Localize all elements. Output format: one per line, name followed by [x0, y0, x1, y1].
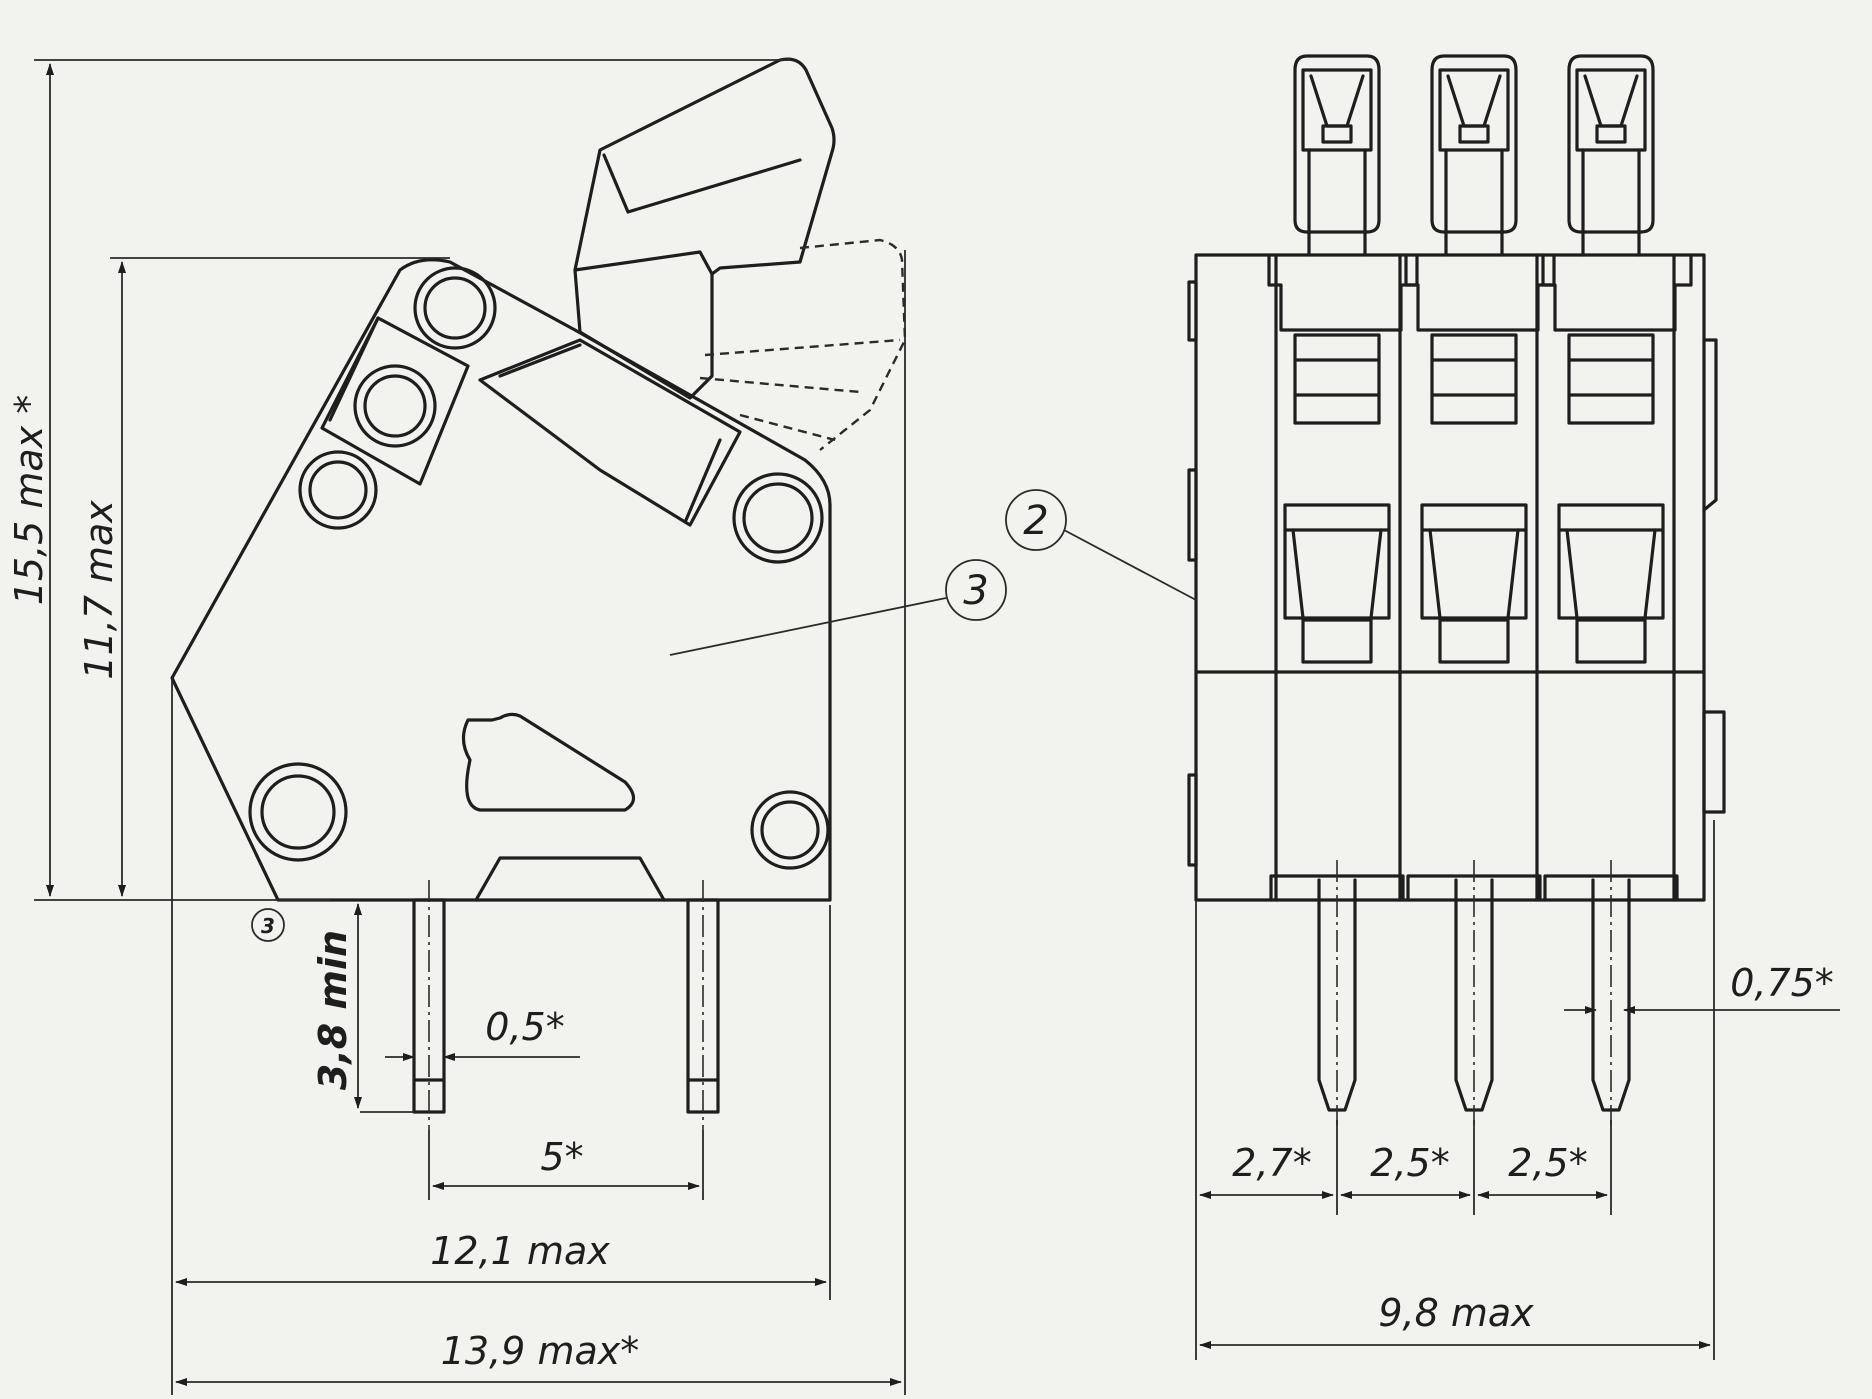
side-holes [248, 266, 830, 870]
pole-modules [1267, 54, 1693, 1125]
dim-pin-width-front: 0,75* [1730, 961, 1834, 1005]
wire-entry [1283, 503, 1391, 620]
lever-step [573, 250, 714, 276]
side-view: 3 3 [170, 57, 1007, 1130]
clamp-window [1293, 333, 1381, 425]
callout-housing-label: 3 [963, 568, 988, 614]
wire-entry [1420, 503, 1528, 620]
dim-pin-width-side: 0,5* [485, 1005, 564, 1049]
leader-front [1063, 529, 1197, 601]
push-button-cap [1293, 54, 1381, 234]
right-latch [1702, 710, 1726, 814]
dim-pitch-third: 2,5* [1508, 1141, 1587, 1185]
chamfer-edge [328, 316, 380, 422]
note-mark-circle [251, 908, 285, 942]
side-dimensions: 15,5 max * 11,7 max 3,8 min 0,5* 5* 12,1… [7, 59, 906, 1395]
side-chamfer-strip [320, 316, 470, 486]
bottom-bump [474, 856, 666, 902]
dim-pin-length: 3,8 min [311, 930, 355, 1090]
slot-edge [498, 343, 582, 378]
dim-body-width: 12,1 max [430, 1229, 610, 1273]
push-button-cap [1430, 54, 1518, 234]
wire-entry [1557, 503, 1665, 620]
side-pins [412, 880, 720, 1130]
front-dimensions: 0,75* 2,7* 2,5* 2,5* 9,8 max [1195, 820, 1840, 1360]
lever-slot [478, 338, 742, 527]
dim-pitch-first: 2,7* [1232, 1141, 1311, 1185]
clamp-window [1430, 333, 1518, 425]
front-body [1194, 253, 1706, 902]
slot-edge2 [684, 438, 722, 522]
dim-pitch-second: 2,5* [1370, 1141, 1449, 1185]
callout-housing-circle [945, 559, 1007, 621]
lever-face [602, 153, 802, 214]
dim-total-height: 15,5 max * [7, 395, 51, 606]
right-ridge [1702, 338, 1718, 512]
push-button-cap [1567, 54, 1655, 234]
dim-body-height: 11,7 max [77, 500, 121, 680]
triangular-window [461, 712, 636, 812]
clamp-window [1567, 333, 1655, 425]
note-mark-label: 3 [261, 914, 275, 938]
side-housing-outline [170, 258, 832, 902]
callout-front-label: 2 [1023, 498, 1048, 544]
dim-pin-pitch-side: 5* [540, 1135, 583, 1179]
dash-line-1 [704, 338, 901, 357]
front-view: 2 [1005, 54, 1726, 1125]
dim-overall-width: 13,9 max* [441, 1329, 639, 1373]
dash-line-2 [699, 376, 861, 394]
dim-front-width: 9,8 max [1378, 1291, 1534, 1335]
callout-front-circle [1005, 489, 1067, 551]
dash-line-3 [739, 413, 836, 442]
lever-pressed-position [799, 238, 907, 451]
leader-housing [669, 597, 947, 656]
